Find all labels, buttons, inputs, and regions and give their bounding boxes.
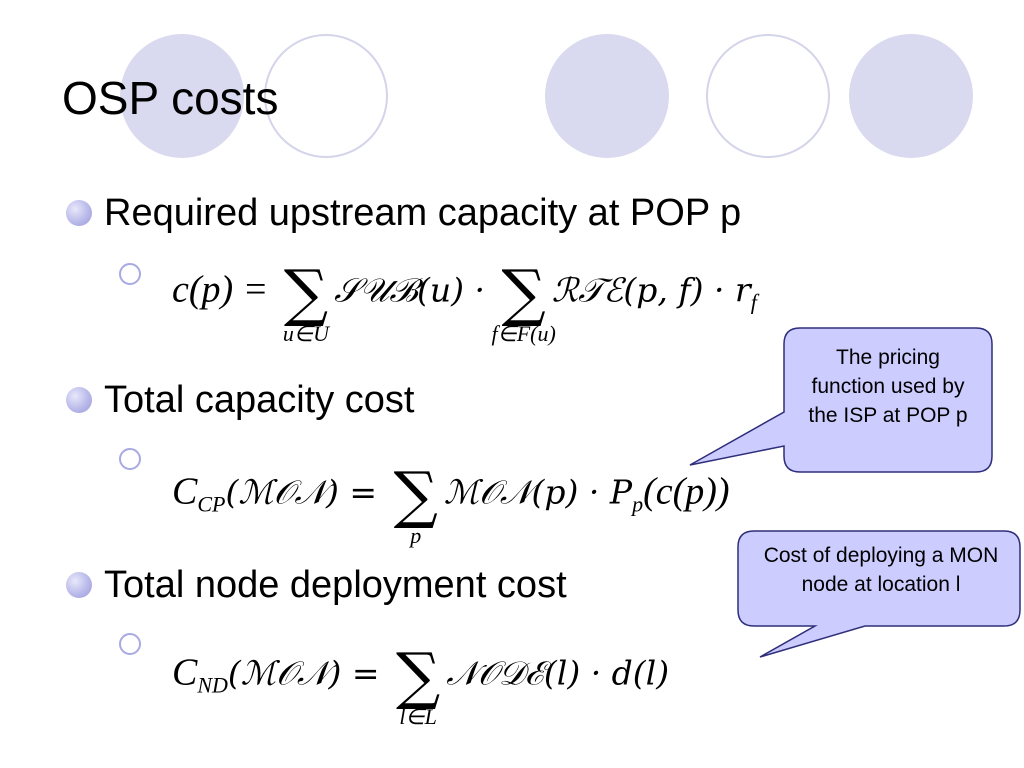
decor-circle-3: [545, 34, 669, 158]
bullet-3: Total node deployment cost: [66, 563, 567, 607]
bullet-1: Required upstream capacity at POP p: [66, 191, 741, 235]
sub-bullet-ring-icon: [119, 448, 141, 470]
sub-bullet-ring-icon: [119, 633, 141, 655]
summation-symbol: ∑f∈F(u): [491, 256, 556, 346]
formula2-rhs-tail: (c(p)): [643, 470, 730, 513]
bullet-1-text: Required upstream capacity at POP p: [104, 192, 742, 234]
formula2-sum-limit: p: [410, 523, 422, 548]
formula1-sum2-limit: f∈F(u): [491, 321, 556, 346]
formula1-sum1-limit: u∈U: [282, 321, 329, 346]
formula1-term2: ℛ𝒯ℰ(p, f) · r: [551, 270, 751, 310]
bullet-dot-icon: [66, 387, 92, 413]
slide-title: OSP costs: [62, 72, 279, 124]
formula2-lhs-arg: (ℳ𝒪𝒩) =: [225, 472, 388, 512]
formula3-lhs-sub: ND: [197, 672, 228, 698]
callout-1-text: The pricing function used by the ISP at …: [808, 346, 968, 427]
bullet-3-text: Total node deployment cost: [104, 564, 567, 606]
decor-circle-4: [706, 34, 830, 158]
bullet-2-text: Total capacity cost: [104, 379, 415, 421]
formula2-lhs: C: [172, 470, 198, 513]
decor-circle-5: [849, 34, 973, 158]
formula2-lhs-sub: CP: [197, 491, 226, 517]
formula1-term1: 𝒮𝒰ℬ(u) ·: [334, 270, 496, 310]
callout-2-text: Cost of deploying a MON node at location…: [763, 544, 999, 596]
formula1-lhs: c(p) =: [172, 268, 278, 311]
bullet-dot-icon: [66, 572, 92, 598]
bullet-2: Total capacity cost: [66, 378, 414, 422]
formula3-lhs: C: [172, 651, 198, 694]
decor-circle-2: [264, 34, 388, 158]
decor-circle-1: [120, 34, 244, 158]
formula1-term2-sub: f: [750, 289, 757, 315]
summation-symbol: ∑l∈L: [396, 639, 441, 729]
summation-symbol: ∑p: [393, 458, 438, 548]
bullet-dot-icon: [66, 200, 92, 226]
formula2-rhs-sub: p: [632, 491, 644, 517]
formula3-rhs: 𝒩𝒪𝒟ℰ(l) · d(l): [446, 653, 670, 693]
formula3-sum-limit: l∈L: [399, 704, 437, 729]
formula2-rhs: ℳ𝒪𝒩(p) · P: [443, 472, 633, 512]
summation-symbol: ∑u∈U: [282, 256, 329, 346]
sub-bullet-ring-icon: [119, 263, 141, 285]
formula3-lhs-arg: (ℳ𝒪𝒩) =: [227, 653, 390, 693]
